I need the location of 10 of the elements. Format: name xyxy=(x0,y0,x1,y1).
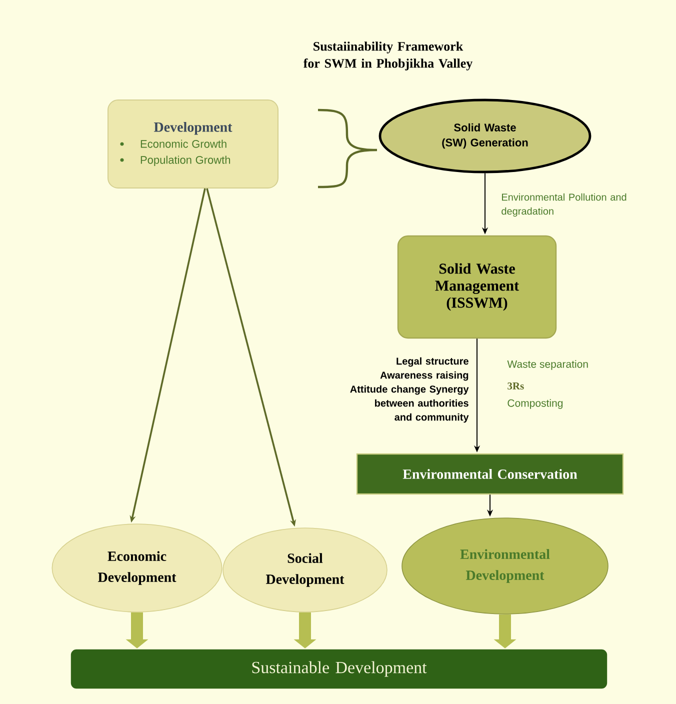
edge-label: Legal structure Awareness raising Attitude change Synergy between authorities and community xyxy=(340,356,470,424)
rounded-box: Development Economic Growth Population Growth xyxy=(108,100,278,188)
banner-box: Environmental Conservation xyxy=(356,453,624,495)
rounded-box: Solid Waste Management (ISSWM) xyxy=(397,235,557,339)
note: Waste separation xyxy=(507,360,588,370)
note: Composting xyxy=(508,399,563,409)
note: 3Rs xyxy=(508,382,524,390)
title: Sustaiinability Framework for SWM in Phobjikha Valley xyxy=(303,42,472,70)
banner-box: Sustainable Development xyxy=(70,649,608,689)
edge-label: Environmental Pollution and degradation xyxy=(500,192,630,218)
